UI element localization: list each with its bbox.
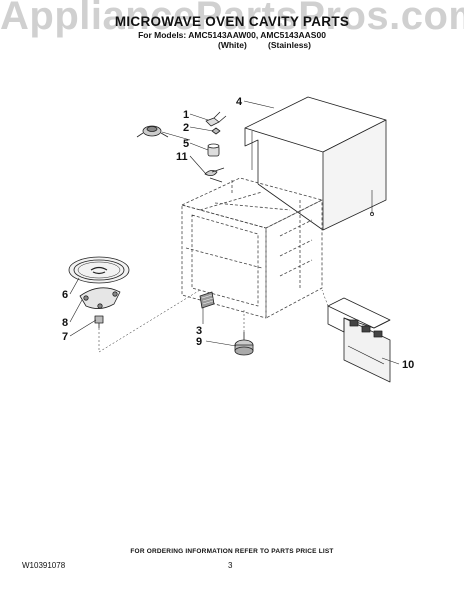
- callout-2: 2: [183, 122, 189, 134]
- callout-9: 9: [196, 336, 202, 348]
- callout-8: 8: [62, 317, 68, 329]
- part-7-coupler: [94, 315, 104, 328]
- document-number: W10391078: [22, 561, 66, 570]
- callout-5: 5: [183, 138, 189, 150]
- part-3-waveguide-cover: [199, 291, 215, 309]
- part-10-control-bracket: [327, 297, 391, 383]
- model-numbers: For Models: AMC5143AAW00, AMC5143AAS00: [138, 30, 326, 40]
- callout-3: 3: [196, 325, 202, 337]
- callout-1: 1: [183, 109, 189, 121]
- callout-10: 10: [402, 359, 414, 371]
- callout-4: 4: [236, 96, 243, 108]
- part-11-harness-clip: [204, 167, 225, 183]
- part-2-thermostat: [136, 125, 221, 138]
- part-5-lamp-socket: [207, 143, 220, 157]
- assembly-guides: [98, 289, 329, 353]
- diagram-title: MICROWAVE OVEN CAVITY PARTS: [114, 14, 350, 29]
- variant-white: (White): [218, 40, 247, 50]
- watermark: AppliancePartsPros.com: [0, 0, 464, 38]
- part-8-roller-ring: [79, 287, 121, 309]
- callout-6: 6: [62, 289, 68, 301]
- ordering-note: FOR ORDERING INFORMATION REFER TO PARTS …: [130, 548, 334, 555]
- callout-11: 11: [176, 151, 188, 163]
- part-1-thermal-fuse: [205, 111, 227, 127]
- leader-lines: [69, 100, 400, 365]
- oven-cavity: [181, 177, 323, 319]
- part-9-turntable-motor: [234, 332, 254, 356]
- callout-7: 7: [62, 331, 68, 343]
- page-number: 3: [228, 561, 233, 570]
- cabinet-wrapper: [244, 96, 387, 231]
- part-6-turntable-tray: [68, 256, 130, 284]
- variant-stainless: (Stainless): [268, 40, 311, 50]
